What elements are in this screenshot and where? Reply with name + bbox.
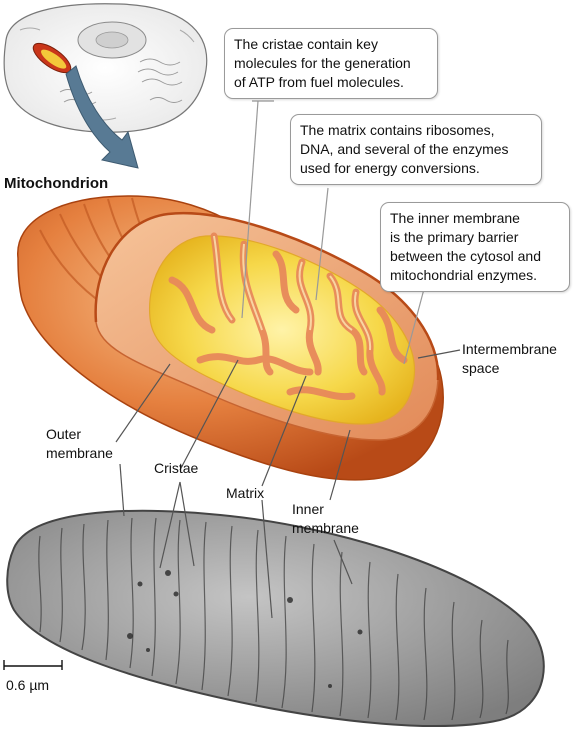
- callout-matrix-line-3: used for energy conversions.: [300, 160, 480, 176]
- callout-inner-membrane-line-1: The inner membrane: [390, 210, 520, 226]
- label-inner-membrane-line-1: Inner: [292, 501, 324, 517]
- label-outer-membrane-line-1: Outer: [46, 426, 82, 442]
- callout-cristae-line-2: molecules for the generation: [234, 55, 411, 71]
- label-outer-membrane: Outer membrane: [46, 425, 113, 463]
- label-intermembrane-line-1: Intermembrane: [462, 341, 557, 357]
- callout-cristae: The cristae contain key molecules for th…: [224, 28, 438, 99]
- callout-cristae-line-1: The cristae contain key: [234, 36, 378, 52]
- callout-matrix-line-2: DNA, and several of the enzymes: [300, 141, 509, 157]
- label-cristae: Cristae: [154, 460, 199, 476]
- diagram-title: Mitochondrion: [4, 175, 109, 192]
- scale-bar-label: 0.6 µm: [6, 677, 50, 693]
- label-matrix: Matrix: [226, 485, 265, 501]
- callout-inner-membrane-line-3: between the cytosol and: [390, 248, 541, 264]
- callout-cristae-line-3: of ATP from fuel molecules.: [234, 74, 404, 90]
- scale-bar: [3, 660, 63, 670]
- label-intermembrane-line-2: space: [462, 360, 500, 376]
- callout-inner-membrane-line-4: mitochondrial enzymes.: [390, 267, 538, 283]
- electron-micrograph: [6, 509, 545, 728]
- callout-inner-membrane: The inner membrane is the primary barrie…: [380, 202, 570, 292]
- callout-matrix-line-1: The matrix contains ribosomes,: [300, 122, 495, 138]
- leader-lines: [115, 100, 461, 619]
- label-inner-membrane: Inner membrane: [292, 500, 359, 538]
- mitochondrion-3d: [17, 195, 444, 481]
- callout-inner-membrane-line-2: is the primary barrier: [390, 229, 519, 245]
- zoom-arrow: [65, 65, 139, 169]
- cell-thumbnail: [3, 3, 208, 133]
- label-inner-membrane-line-2: membrane: [292, 520, 359, 536]
- label-intermembrane-space: Intermembrane space: [462, 340, 557, 378]
- callout-matrix: The matrix contains ribosomes, DNA, and …: [290, 114, 542, 185]
- label-outer-membrane-line-2: membrane: [46, 445, 113, 461]
